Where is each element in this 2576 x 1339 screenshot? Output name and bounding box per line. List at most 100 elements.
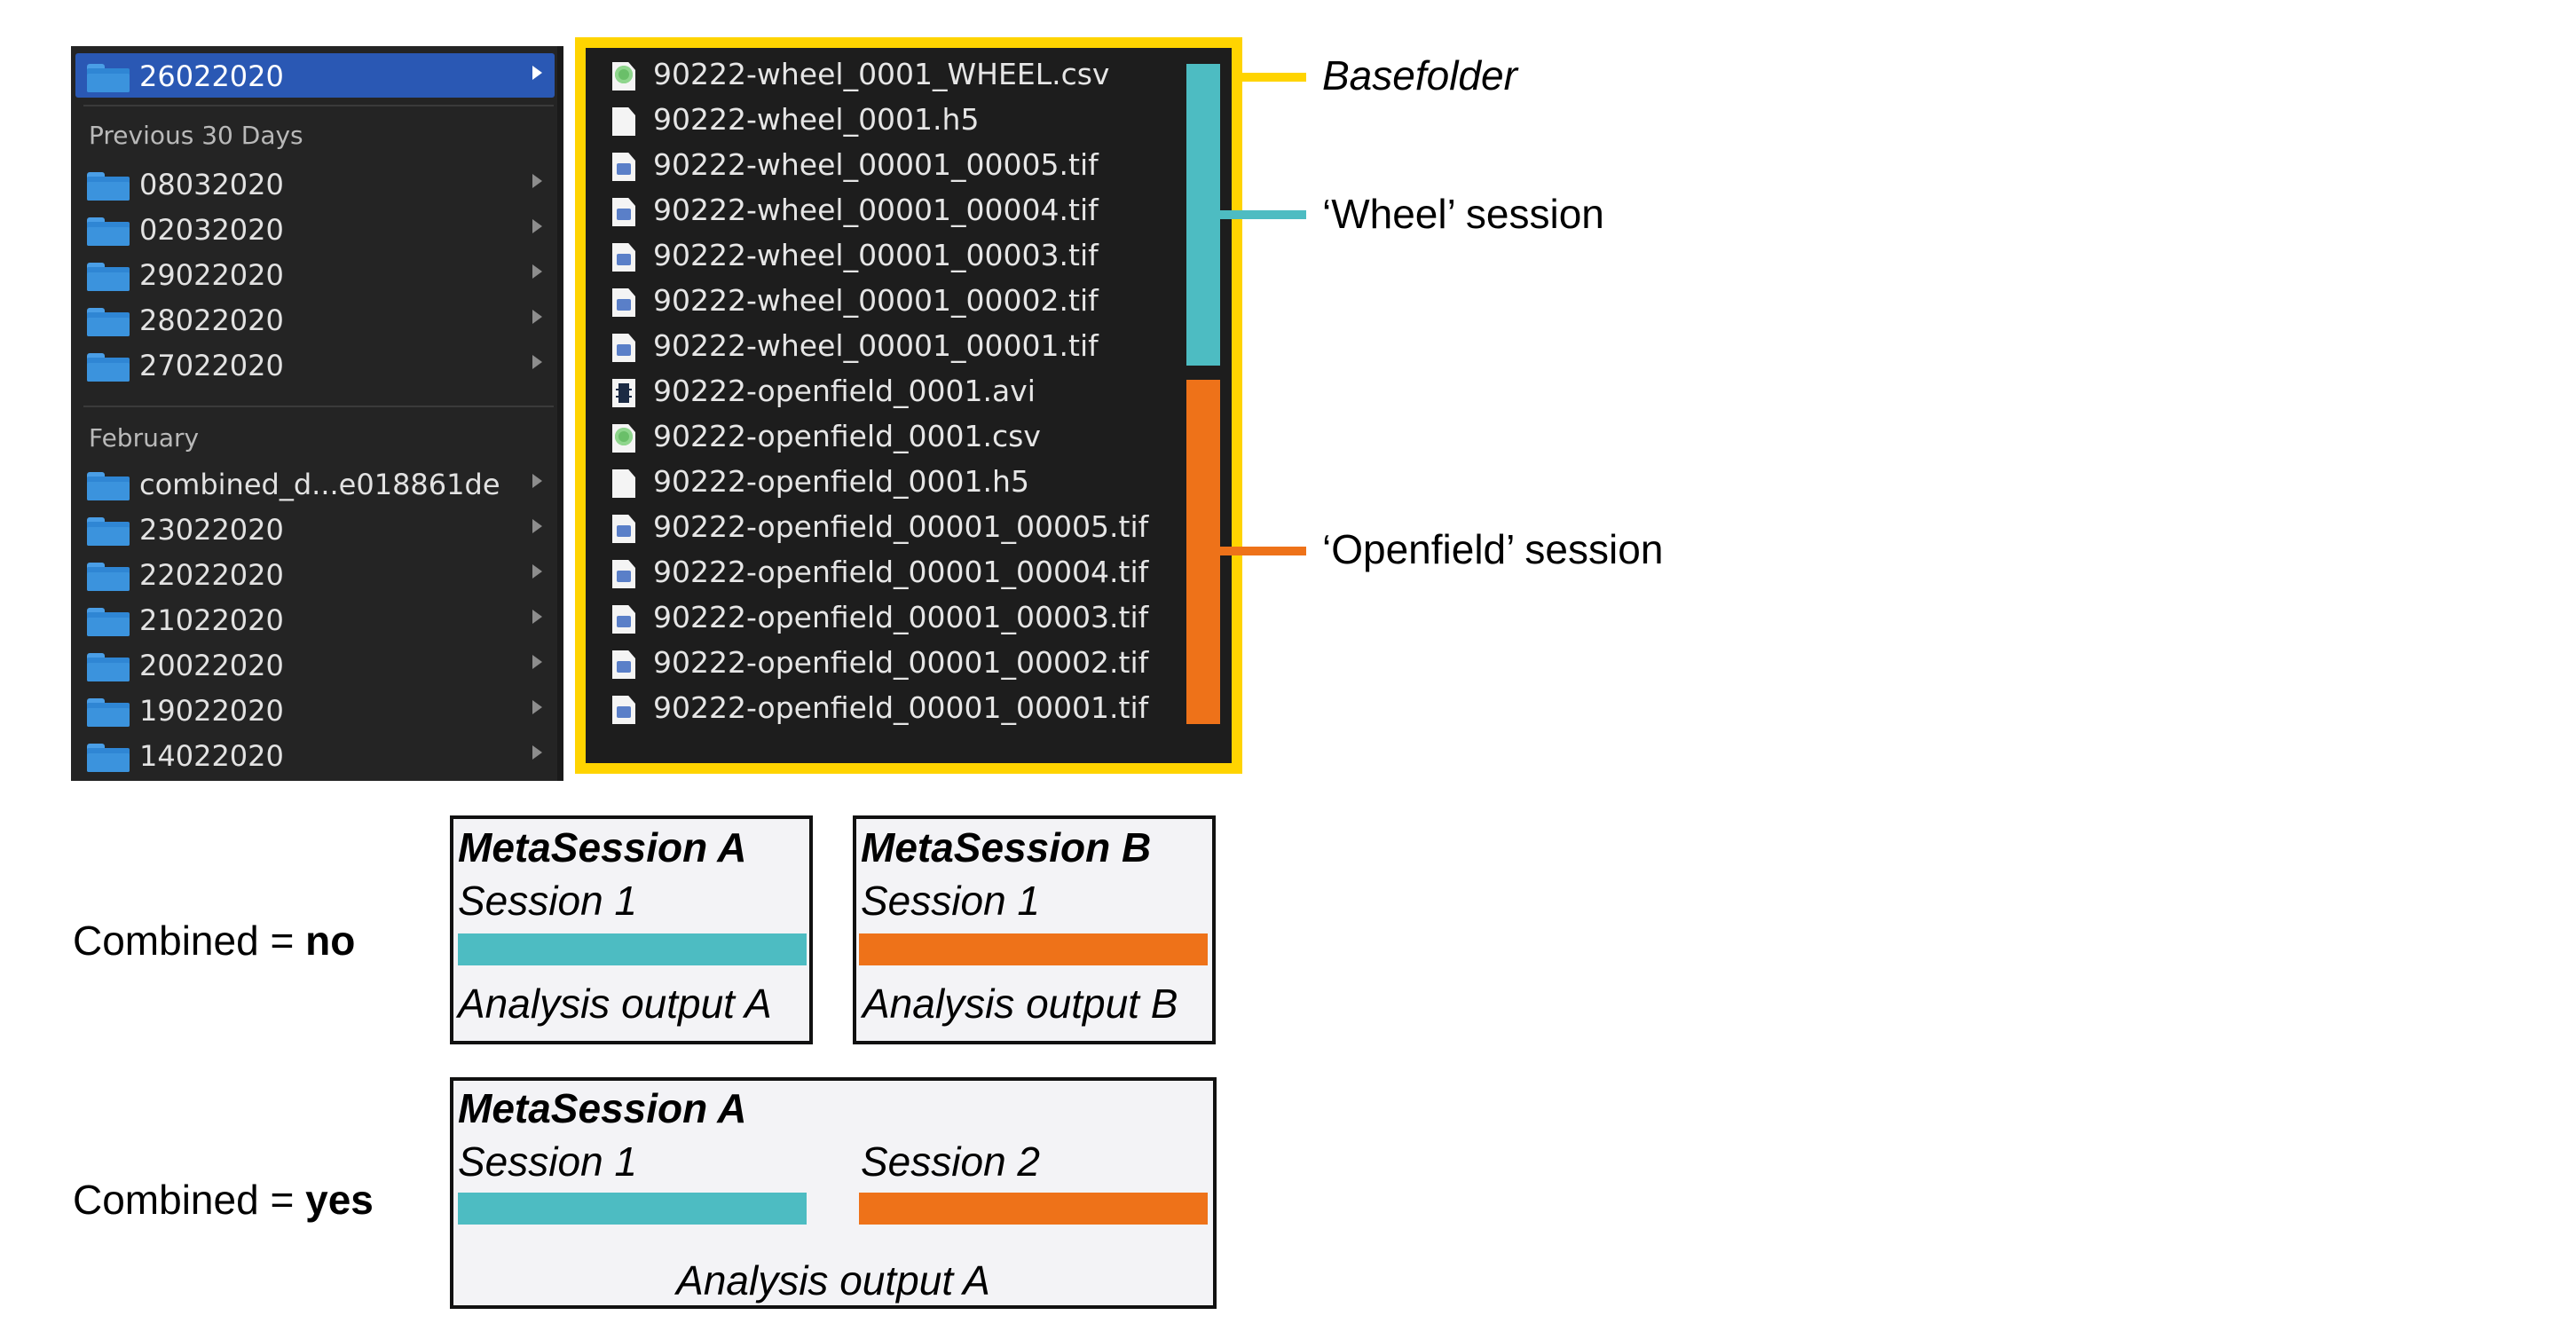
sidebar-item-26022020[interactable]: 26022020: [71, 53, 563, 98]
file-name: 90222-wheel_0001.h5: [653, 102, 980, 137]
tif-file-icon: [612, 605, 635, 634]
metasession-b-box: [853, 815, 1216, 1044]
divider: [83, 105, 554, 106]
session-2-label: Session 2: [861, 1138, 1041, 1185]
sidebar-item[interactable]: 29022020: [71, 252, 563, 296]
folder-icon: [87, 353, 130, 382]
chevron-right-icon: [532, 655, 542, 669]
sidebar-item[interactable]: 14022020: [71, 733, 563, 777]
tif-file-icon: [612, 560, 635, 588]
blank-file-icon: [612, 469, 635, 498]
sidebar-item-label: 27022020: [139, 349, 284, 382]
chevron-right-icon: [532, 355, 542, 369]
tif-file-icon: [612, 696, 635, 724]
file-row[interactable]: 90222-openfield_00001_00004.tif: [593, 551, 1232, 595]
file-row[interactable]: 90222-wheel_00001_00005.tif: [593, 144, 1232, 188]
file-name: 90222-wheel_00001_00004.tif: [653, 193, 1099, 227]
file-row[interactable]: 90222-openfield_00001_00001.tif: [593, 687, 1232, 731]
sidebar-section-heading: Previous 30 Days: [89, 121, 303, 150]
file-row[interactable]: 90222-wheel_0001_WHEEL.csv: [593, 53, 1232, 98]
sidebar-item[interactable]: 08032020: [71, 161, 563, 206]
folder-icon: [87, 563, 130, 591]
sidebar-item-label: 23022020: [139, 513, 284, 547]
chevron-right-icon: [532, 700, 542, 714]
openfield-session-label: ‘Openfield’ session: [1322, 526, 1664, 572]
combined-yes-label: Combined = yes: [73, 1176, 374, 1224]
chevron-right-icon: [532, 219, 542, 233]
sidebar-item-label: 26022020: [139, 59, 284, 93]
chevron-right-icon: [532, 66, 542, 80]
file-row[interactable]: 90222-wheel_00001_00001.tif: [593, 325, 1232, 369]
sidebar-item-label: 29022020: [139, 258, 284, 292]
sidebar-item[interactable]: 22022020: [71, 552, 563, 596]
sidebar-item[interactable]: 02032020: [71, 207, 563, 251]
tif-file-icon: [612, 153, 635, 181]
wheel-session-bar: [458, 933, 807, 965]
chevron-right-icon: [532, 310, 542, 324]
folder-icon: [87, 517, 130, 546]
file-row[interactable]: 90222-openfield_00001_00002.tif: [593, 642, 1232, 686]
sidebar-item-label: combined_d...e018861de: [139, 468, 500, 501]
basefolder-connector: [1242, 73, 1306, 82]
sidebar-edge: [557, 46, 563, 781]
blank-file-icon: [612, 107, 635, 136]
sidebar-item[interactable]: 19022020: [71, 688, 563, 732]
session-label: Session 1: [458, 878, 638, 924]
combined-value: no: [305, 918, 356, 964]
folder-icon: [87, 64, 130, 92]
folder-icon: [87, 608, 130, 636]
file-row[interactable]: 90222-openfield_00001_00003.tif: [593, 596, 1232, 641]
file-row[interactable]: 90222-wheel_00001_00003.tif: [593, 234, 1232, 279]
csv-file-icon: [612, 62, 635, 91]
csv-file-icon: [612, 424, 635, 453]
openfield-session-bar: [1186, 380, 1220, 724]
folder-icon: [87, 172, 130, 201]
folder-icon: [87, 263, 130, 291]
file-name: 90222-openfield_0001.h5: [653, 464, 1029, 499]
sidebar-item[interactable]: 23022020: [71, 507, 563, 551]
file-name: 90222-openfield_0001.avi: [653, 374, 1036, 408]
folder-icon: [87, 472, 130, 500]
file-row[interactable]: 90222-wheel_0001.h5: [593, 98, 1232, 143]
tif-file-icon: [612, 288, 635, 317]
combined-value: yes: [305, 1177, 374, 1223]
combined-no-label: Combined = no: [73, 917, 355, 965]
sidebar-item-label: 28022020: [139, 303, 284, 337]
file-row[interactable]: 90222-openfield_0001.h5: [593, 461, 1232, 505]
file-row[interactable]: 90222-openfield_0001.avi: [593, 370, 1232, 414]
sidebar-item[interactable]: 28022020: [71, 297, 563, 342]
sidebar-item-label: 22022020: [139, 558, 284, 592]
combined-prefix: Combined =: [73, 1177, 306, 1223]
tif-file-icon: [612, 515, 635, 543]
file-name: 90222-wheel_00001_00003.tif: [653, 238, 1099, 272]
openfield-connector: [1220, 547, 1306, 555]
file-name: 90222-openfield_00001_00003.tif: [653, 600, 1149, 634]
metasession-title: MetaSession A: [458, 824, 747, 870]
combined-prefix: Combined =: [73, 918, 306, 964]
chevron-right-icon: [532, 745, 542, 760]
folder-icon: [87, 744, 130, 772]
sidebar-item[interactable]: 27022020: [71, 343, 563, 387]
file-list: 90222-wheel_0001_WHEEL.csv 90222-wheel_00…: [593, 53, 1232, 763]
folder-icon: [87, 308, 130, 336]
sidebar-item[interactable]: 21022020: [71, 597, 563, 642]
wheel-connector: [1220, 210, 1306, 219]
chevron-right-icon: [532, 174, 542, 188]
folder-icon: [87, 653, 130, 681]
metasession-title: MetaSession B: [861, 824, 1152, 870]
file-row[interactable]: 90222-wheel_00001_00002.tif: [593, 280, 1232, 324]
sidebar-item-selected[interactable]: [75, 53, 555, 98]
file-row[interactable]: 90222-wheel_00001_00004.tif: [593, 189, 1232, 233]
tif-file-icon: [612, 243, 635, 272]
file-name: 90222-openfield_00001_00002.tif: [653, 645, 1149, 680]
file-row[interactable]: 90222-openfield_00001_00005.tif: [593, 506, 1232, 550]
sidebar-section-heading: February: [89, 423, 200, 453]
tif-file-icon: [612, 650, 635, 679]
sidebar-item[interactable]: combined_d...e018861de: [71, 461, 563, 506]
sidebar-item-label: 19022020: [139, 694, 284, 728]
file-row[interactable]: 90222-openfield_0001.csv: [593, 415, 1232, 460]
sidebar-item[interactable]: 20022020: [71, 642, 563, 687]
file-name: 90222-openfield_0001.csv: [653, 419, 1041, 453]
folder-icon: [87, 217, 130, 246]
wheel-session-bar: [458, 1193, 807, 1225]
